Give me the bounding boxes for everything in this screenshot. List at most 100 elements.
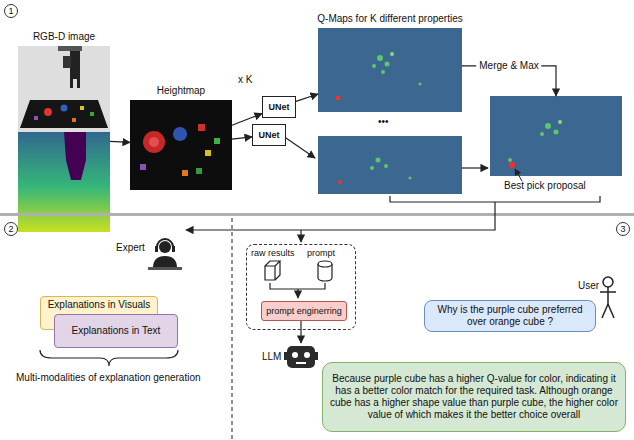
leader-line [515, 169, 522, 181]
depth-image [18, 132, 110, 232]
head [159, 241, 171, 253]
node-label: Best pick proposal [504, 180, 586, 192]
object [72, 118, 76, 122]
head [603, 277, 613, 287]
q-speckle [508, 158, 512, 162]
render-ground [18, 46, 110, 132]
node-label: UNet [258, 130, 279, 141]
qmap-top [318, 28, 462, 112]
best-pick-dot [509, 162, 515, 168]
connector [232, 137, 252, 139]
heightmap-image [130, 100, 232, 190]
q-speckle [558, 120, 562, 124]
table [20, 100, 108, 128]
unet-box: UNet [252, 124, 286, 146]
q-speckle [540, 132, 544, 136]
image-panel: Heightmap [130, 100, 232, 190]
arms [600, 291, 616, 293]
qmap-panel: Q-Maps for K different properties [318, 28, 462, 112]
dashed-divider [232, 218, 233, 440]
heightmap-ground [130, 100, 232, 190]
object [205, 150, 211, 156]
object [214, 138, 220, 144]
callout-number: 1 [4, 4, 18, 18]
cube-icon [265, 261, 280, 280]
qmap-ground [318, 136, 462, 194]
merge-wire [462, 167, 488, 168]
object [143, 131, 165, 153]
qmap-panel: Best pick proposal [490, 96, 622, 176]
desk [148, 267, 182, 270]
caption-note: Multi-modalities of explanation generati… [16, 372, 201, 384]
connector [296, 94, 318, 101]
ellipsis: ••• [378, 116, 389, 128]
node-label: raw results [251, 248, 295, 259]
merged-map [490, 96, 622, 176]
robot-arm [63, 56, 71, 68]
q-speckle [370, 166, 374, 170]
object [182, 170, 188, 176]
callout-number: 2 [4, 222, 18, 236]
multiplier-label: x K [238, 74, 252, 86]
node-label: Explanations in Visuals [48, 299, 151, 311]
leg [602, 304, 608, 318]
merge-wire [270, 283, 325, 298]
node-label: Q-Maps for K different properties [317, 13, 462, 25]
node-label: prompt enginerring [266, 306, 342, 317]
divider [0, 213, 634, 216]
q-speckle [377, 55, 383, 61]
node-label: Because purple cube has a higher Q-value… [329, 373, 619, 421]
q-speckle [384, 164, 388, 168]
robot-eye [292, 352, 298, 358]
q-speckle [409, 177, 412, 180]
leg [608, 304, 614, 318]
body [153, 256, 177, 268]
object [61, 105, 68, 112]
object [173, 127, 187, 141]
object [80, 106, 84, 110]
gripper [70, 79, 73, 88]
edge-label: Merge & Max [476, 60, 541, 72]
object [90, 112, 94, 116]
headset [157, 239, 173, 247]
qmap-ground [318, 28, 462, 112]
llm-wire [300, 321, 301, 343]
object [34, 116, 38, 120]
q-speckle [385, 62, 390, 67]
gripper [77, 79, 80, 88]
q-speckle [554, 130, 559, 135]
object [196, 168, 202, 174]
qmap-bottom [318, 136, 462, 194]
depth-ground [18, 132, 110, 232]
q-peak [336, 96, 341, 101]
node-label: prompt [307, 248, 335, 259]
callout-number: 3 [616, 222, 630, 236]
unet-to-qmap-wire [286, 138, 315, 158]
node-label: Explanations in Text [72, 325, 161, 337]
robot-head [287, 346, 315, 368]
object [140, 164, 146, 170]
depth-robot [64, 132, 86, 180]
process-box: Explanations in Text [54, 314, 178, 348]
dashed-group: raw results prompt prompt enginerring [246, 244, 356, 330]
node-label: UNet [268, 102, 289, 113]
headset [155, 246, 158, 252]
curly-bracket [40, 350, 178, 366]
answer-bubble: Because purple cube has a higher Q-value… [322, 362, 626, 432]
robot-mouth [296, 362, 306, 364]
q-speckle [372, 64, 376, 68]
object [149, 137, 159, 147]
robot-arm [58, 46, 82, 51]
role-label: User [578, 280, 599, 292]
bracket [390, 196, 600, 202]
user-icon [600, 277, 616, 318]
robot-eye [304, 352, 310, 358]
cube [265, 261, 280, 280]
cylinder-top [318, 261, 332, 267]
q-speckle [390, 52, 394, 56]
q-speckle [419, 83, 422, 86]
unet-box: UNet [262, 96, 296, 118]
database-icon [318, 261, 332, 281]
headset [172, 246, 175, 252]
